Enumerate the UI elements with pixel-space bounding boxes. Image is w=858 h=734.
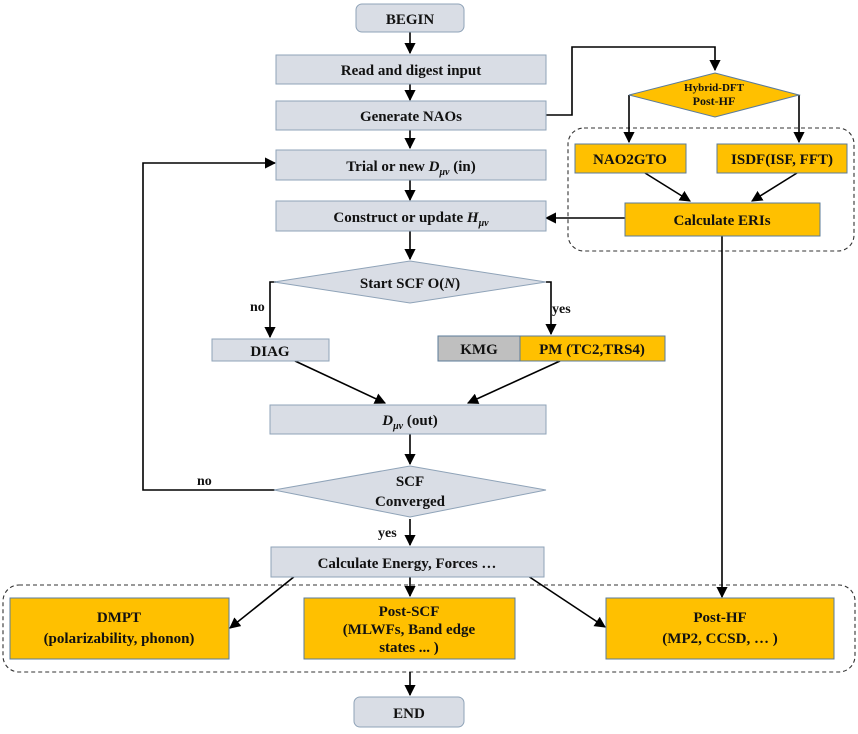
end-label: END [393, 706, 425, 722]
scf-converged-line2: Converged [375, 494, 446, 510]
post-hf-node: Post-HF (MP2, CCSD, … ) [605, 597, 835, 660]
trial-density-label: Trial or new Dμν (in) [346, 159, 475, 178]
post-scf-line3: states ... ) [379, 640, 439, 656]
post-scf-line1: Post-SCF [379, 604, 440, 620]
calc-eris-node: Calculate ERIs [624, 202, 821, 237]
isdf-label: ISDF(ISF, FFT) [731, 152, 833, 168]
calc-energy-node: Calculate Energy, Forces … [270, 546, 545, 578]
edge-label-no-loop: no [197, 474, 212, 489]
edge-pm-dout [466, 360, 561, 404]
edge-energy-dmpt [229, 575, 296, 629]
diag-node: DIAG [211, 338, 330, 362]
density-out-node: Dμν (out) [269, 404, 547, 435]
edge-label-yes-energy: yes [378, 526, 397, 541]
scf-converged-decision: SCF Converged [273, 465, 547, 518]
dmpt-line1: DMPT [97, 610, 141, 626]
edge-generate-hybrid [546, 46, 721, 116]
edge-label-yes-kmg: yes [552, 302, 571, 317]
nao2gto-node: NAO2GTO [574, 143, 687, 174]
edge-isdf-eris [751, 172, 798, 202]
post-hf-line1: Post-HF [693, 610, 746, 626]
start-scf-decision: Start SCF O(N) [273, 260, 547, 304]
pm-label: PM (TC2,TRS4) [539, 342, 645, 358]
edge-nao2gto-eris [644, 172, 691, 202]
isdf-node: ISDF(ISF, FFT) [716, 143, 848, 174]
trial-density-node: Trial or new Dμν (in) [275, 149, 547, 181]
calc-eris-label: Calculate ERIs [673, 213, 770, 229]
diag-label: DIAG [250, 344, 290, 360]
post-scf-line2: (MLWFs, Band edge [343, 622, 476, 638]
dmpt-node: DMPT (polarizability, phonon) [9, 597, 230, 660]
hybrid-decision: Hybrid-DFT Post-HF [628, 72, 801, 118]
density-out-label: Dμν (out) [381, 413, 437, 432]
hybrid-line1: Hybrid-DFT [684, 82, 745, 94]
edge-energy-posthf [527, 575, 606, 628]
edge-startscf-diag [264, 281, 276, 339]
start-scf-label: Start SCF O(N) [360, 276, 460, 292]
edge-diag-dout [294, 360, 387, 404]
post-processing-group-container [2, 584, 856, 673]
end-node: END [353, 696, 465, 728]
generate-naos-label: Generate NAOs [360, 109, 462, 125]
edge-label-no-diag: no [250, 300, 265, 315]
nao2gto-label: NAO2GTO [593, 152, 667, 168]
construct-h-label: Construct or update Hμν [333, 210, 489, 229]
read-input-label: Read and digest input [341, 63, 481, 79]
post-hf-line2: (MP2, CCSD, … ) [662, 631, 777, 647]
eri-group-container [567, 127, 855, 252]
generate-naos-node: Generate NAOs [275, 100, 547, 131]
construct-h-node: Construct or update Hμν [275, 200, 547, 232]
edge-startscf-kmg [545, 281, 557, 336]
post-scf-node: Post-SCF (MLWFs, Band edge states ... ) [303, 597, 516, 660]
kmg-label: KMG [460, 342, 498, 358]
kmg-pm-node: KMG PM (TC2,TRS4) [437, 335, 666, 362]
begin-label: BEGIN [386, 12, 435, 28]
calc-energy-label: Calculate Energy, Forces … [318, 556, 497, 572]
scf-converged-line1: SCF [396, 474, 424, 490]
edge-converged-loop-back [142, 157, 277, 491]
read-input-node: Read and digest input [275, 54, 547, 85]
dmpt-line2: (polarizability, phonon) [44, 631, 195, 647]
hybrid-line2: Post-HF [693, 94, 736, 108]
begin-node: BEGIN [355, 3, 465, 33]
